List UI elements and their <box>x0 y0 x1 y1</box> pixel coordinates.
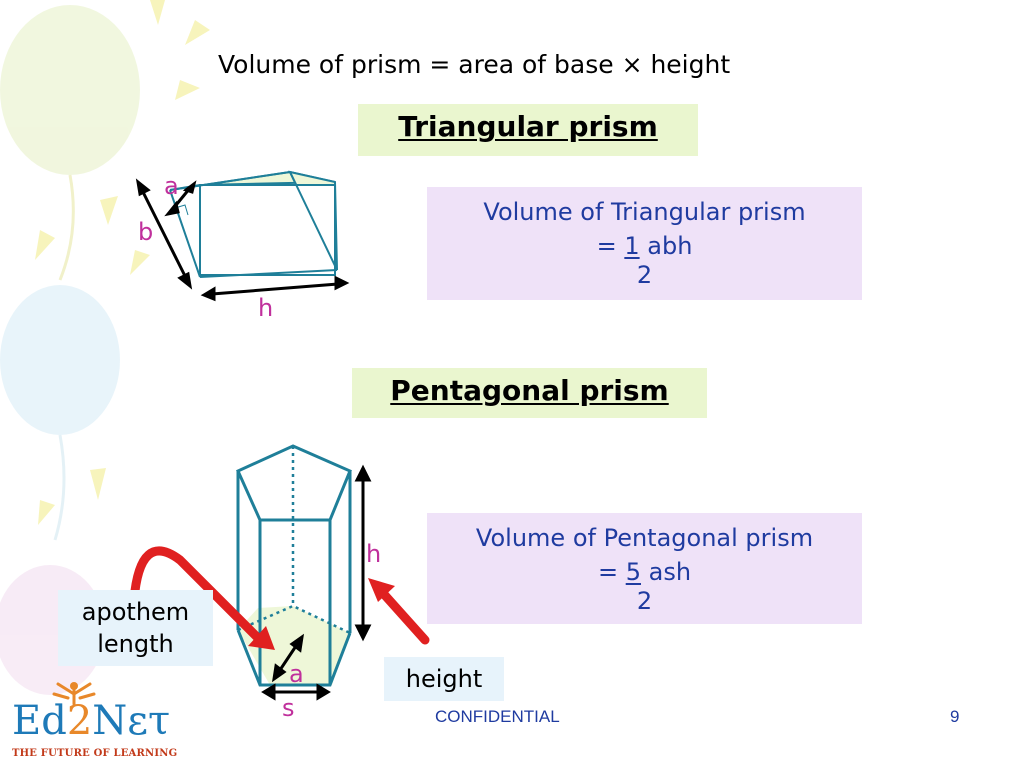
apothem-length-callout: apothem length <box>58 590 213 666</box>
ed2net-logo: Ed2Nετ THE FUTURE OF LEARNING <box>12 680 177 762</box>
formula-title: Volume of Pentagonal prism <box>475 524 814 552</box>
formula-variables: abh <box>647 232 693 260</box>
fraction-numerator: 5 <box>625 558 641 586</box>
formula-equation: = 5 ash <box>427 555 862 589</box>
logo-tagline: THE FUTURE OF LEARNING <box>12 748 178 759</box>
fraction-numerator: 1 <box>624 232 640 260</box>
logo-two: 2 <box>66 698 93 744</box>
pentagonal-prism-diagram <box>236 444 372 701</box>
triangular-prism-title: Triangular prism <box>358 104 698 156</box>
formula-equation: = 1 abh <box>427 229 862 263</box>
page-number: 9 <box>950 707 960 726</box>
triangle-label-b: b <box>138 218 154 246</box>
confidential-footer: CONFIDENTIAL <box>435 707 560 726</box>
logo-wordmark: Ed2Nετ <box>12 698 170 744</box>
triangle-label-h: h <box>258 294 274 322</box>
equals-sign: = <box>597 558 619 586</box>
fraction-denominator: 2 <box>636 261 653 289</box>
logo-net: Nετ <box>92 698 171 744</box>
red-arrows <box>129 546 430 650</box>
formula-title: Volume of Triangular prism <box>483 198 806 226</box>
pentagonal-volume-formula: Volume of Pentagonal prism = 5 ash 2 <box>427 513 862 624</box>
logo-ed: Ed <box>12 698 67 744</box>
logo-figure-icon <box>52 682 96 706</box>
pentagon-label-a: a <box>289 660 304 688</box>
triangle-label-a: a <box>164 172 179 200</box>
pentagon-label-h: h <box>366 540 382 568</box>
triangular-volume-formula: Volume of Triangular prism = 1 abh 2 <box>427 187 862 300</box>
height-callout: height <box>384 657 504 701</box>
pentagon-label-s: s <box>282 694 295 722</box>
pentagonal-prism-title: Pentagonal prism <box>352 368 707 418</box>
formula-variables: ash <box>648 558 692 586</box>
equals-sign: = <box>596 232 617 260</box>
triangular-prism-diagram <box>135 170 350 302</box>
fraction-denominator: 2 <box>636 587 653 615</box>
volume-formula-headline: Volume of prism = area of base × height <box>218 50 731 79</box>
